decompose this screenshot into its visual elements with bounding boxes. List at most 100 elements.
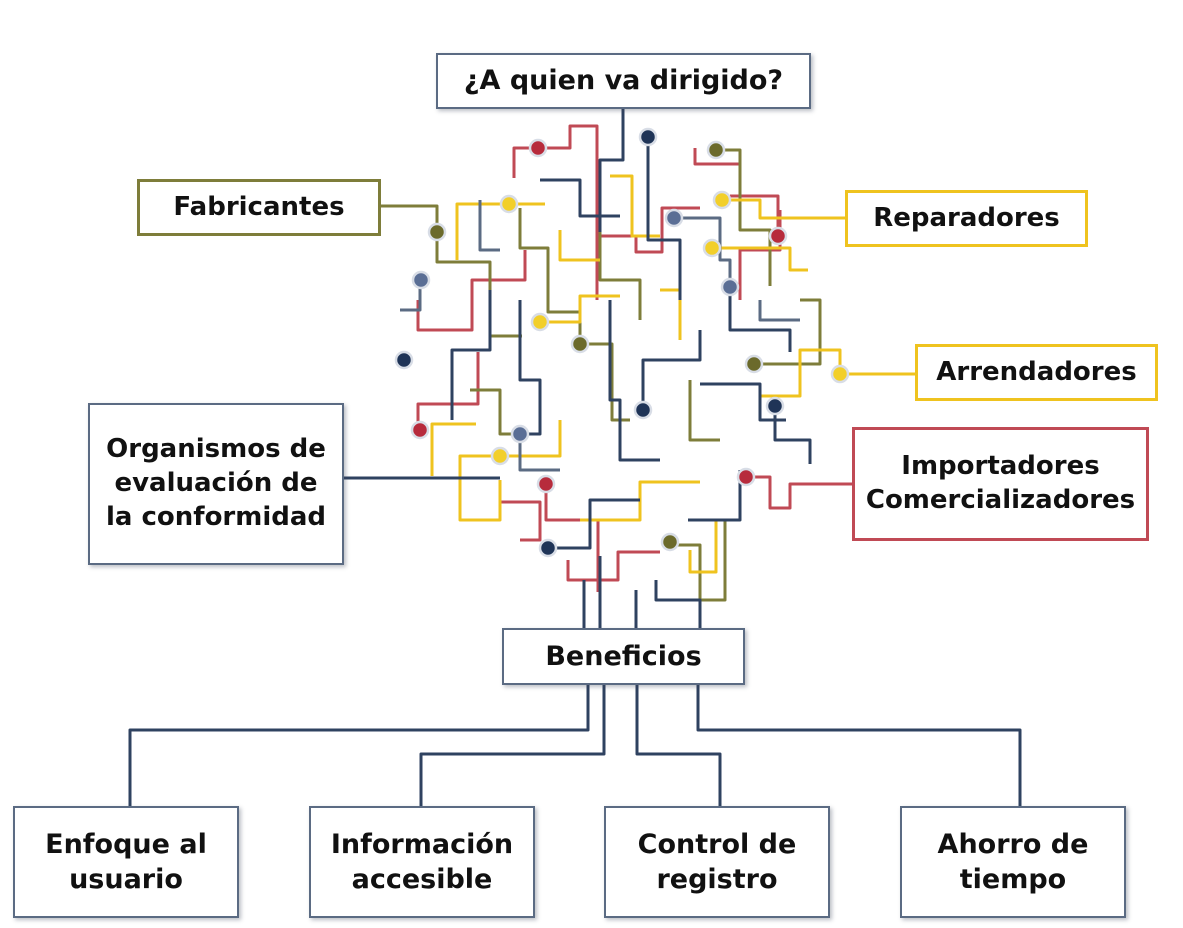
connector-node: [490, 446, 510, 466]
connector-node: [510, 424, 530, 444]
connector-node: [765, 396, 785, 416]
connector-line: [728, 287, 792, 352]
connector-node: [538, 538, 558, 558]
beneficios-box: Beneficios: [502, 628, 745, 685]
connector-line: [580, 342, 630, 422]
benefit-box-ahorro: Ahorro de tiempo: [900, 806, 1126, 918]
connector-line: [730, 194, 780, 236]
beneficios-label: Beneficios: [545, 640, 702, 672]
connector-line: [518, 434, 560, 472]
fabricantes-label: Fabricantes: [173, 191, 345, 222]
connector-line: [566, 550, 660, 582]
benefit-connector: [128, 685, 590, 806]
connector-node: [744, 354, 764, 374]
title-text: ¿A quien va dirigido?: [463, 65, 784, 97]
connector-line: [544, 484, 600, 592]
connector-line: [660, 288, 682, 340]
connector-line: [470, 388, 520, 436]
connector-line: [548, 498, 640, 550]
connector-node: [528, 138, 548, 158]
connector-node: [720, 277, 740, 297]
benefit-connector: [419, 685, 606, 806]
connector-node: [499, 194, 519, 214]
connector-line: [754, 298, 822, 366]
connector-line: [688, 520, 718, 574]
connector-line: [518, 300, 542, 436]
connector-node: [736, 467, 756, 487]
connector-line: [746, 475, 852, 510]
connector-node: [427, 222, 447, 242]
benefit-connector: [635, 685, 722, 806]
connector-line: [688, 380, 720, 442]
connector-line: [478, 200, 500, 252]
reparadores-box: Reparadores: [845, 190, 1088, 247]
connector-line: [654, 580, 702, 632]
connector-line: [458, 454, 502, 522]
benefit-label: Ahorro de tiempo: [937, 828, 1089, 895]
connector-line: [641, 330, 702, 410]
connector-node: [570, 334, 590, 354]
benefit-label: Información accesible: [330, 828, 514, 895]
connector-node: [768, 226, 788, 246]
connector-line: [674, 216, 732, 287]
importadores-label: Importadores Comercializadores: [865, 451, 1136, 515]
connector-line: [712, 246, 808, 272]
connector-line: [518, 208, 582, 344]
arrendadores-box: Arrendadores: [915, 344, 1158, 401]
fabricantes-box: Fabricantes: [137, 179, 381, 236]
title-box: ¿A quien va dirigido?: [436, 53, 811, 109]
benefit-box-control: Control de registro: [604, 806, 830, 918]
connector-line: [416, 352, 480, 430]
connector-line: [610, 174, 660, 238]
connector-line: [773, 406, 812, 464]
connector-line: [540, 294, 620, 324]
connector-node: [702, 238, 722, 258]
connector-node: [411, 270, 431, 290]
connector-line: [738, 210, 782, 300]
benefit-connector: [696, 685, 1022, 806]
connector-line: [450, 290, 492, 420]
connector-line: [760, 348, 842, 398]
connector-line: [400, 280, 422, 312]
organismos-box: Organismos de evaluación de la conformid…: [88, 403, 344, 565]
connector-node: [664, 208, 684, 228]
connector-line: [430, 422, 476, 476]
connector-node: [706, 140, 726, 160]
connector-node: [660, 532, 680, 552]
connector-line: [381, 204, 439, 232]
connector-line: [558, 230, 600, 262]
connector-node: [410, 420, 430, 440]
benefit-box-informacion: Información accesible: [309, 806, 535, 918]
connector-node: [394, 350, 414, 370]
connector-line: [512, 124, 599, 300]
connector-line: [693, 148, 740, 166]
connector-node: [638, 127, 658, 147]
connector-line: [758, 300, 800, 322]
connector-line: [500, 500, 542, 542]
arrendadores-label: Arrendadores: [936, 356, 1137, 387]
connector-line: [500, 420, 562, 458]
benefit-label: Enfoque al usuario: [45, 828, 207, 895]
benefit-box-enfoque: Enfoque al usuario: [13, 806, 239, 918]
connector-node: [530, 312, 550, 332]
importadores-box: Importadores Comercializadores: [852, 427, 1149, 541]
connector-line: [416, 250, 527, 332]
connector-line: [608, 300, 660, 462]
connector-line: [598, 109, 625, 232]
connector-line: [688, 470, 742, 522]
connector-node: [712, 190, 732, 210]
organismos-label: Organismos de evaluación de la conformid…: [105, 434, 327, 532]
connector-line: [600, 206, 700, 254]
connector-node: [830, 364, 850, 384]
connector-line: [455, 202, 545, 260]
connector-line: [700, 382, 786, 422]
connector-line: [598, 220, 642, 320]
connector-line: [722, 198, 845, 220]
connector-node: [633, 400, 653, 420]
reparadores-label: Reparadores: [873, 202, 1060, 233]
connector-node: [536, 474, 556, 494]
connector-line: [540, 178, 620, 218]
benefit-label: Control de registro: [637, 828, 797, 895]
